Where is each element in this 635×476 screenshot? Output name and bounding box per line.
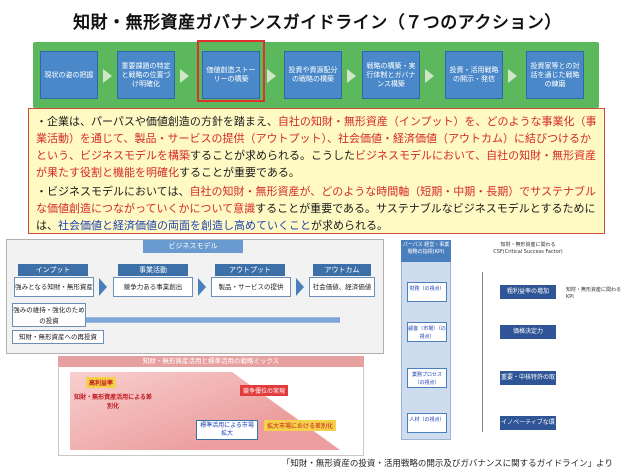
step-6: 投資・活用戦略の開示・発信	[445, 51, 503, 99]
csf-title: 知財・無形資産に関わる CSF(Critical Success Factor)	[493, 242, 563, 255]
expanded-market-tag: 拡大市場における差別化	[264, 420, 337, 431]
bm-head-input: インプット	[18, 264, 88, 276]
bm-box-outcome: 社会価値、経済価値	[309, 277, 375, 297]
source-footer: 「知財・無形資産の投資・活用戦略の開示及びガバナンスに関するガイドライン」より	[281, 459, 613, 469]
step-arrow	[347, 69, 356, 83]
connector-line	[482, 272, 483, 432]
high-margin-tag: 高利益率	[86, 377, 117, 388]
step-4: 投資や資源配分の戦略の構築	[284, 51, 342, 99]
bm-arrow	[198, 278, 206, 296]
step-arrow	[508, 69, 517, 83]
kpi-note: 知財・無形資産に関わる KPI	[566, 287, 622, 300]
market-expansion-tag: 標準活用による市場拡大	[196, 420, 258, 440]
step-3: 価値創造ストーリーの構築	[202, 51, 260, 99]
perspective-customer: 顧客（市場）（の視点）	[407, 322, 447, 342]
bm-arrow	[99, 278, 107, 296]
perspective-financial: 財務（の視点）	[407, 282, 447, 302]
kpi-innovative-environment: イノベーティブな環境	[500, 416, 556, 440]
step-2: 重要課題の特定と戦略の位置づけ明確化	[117, 51, 175, 99]
kpi-core-patents: 重要・中核特許の取得	[500, 371, 556, 395]
bm-arrow	[296, 278, 304, 296]
perspective-process: 業務プロセス（の視点）	[407, 368, 447, 388]
description-box: ・企業は、パーパスや価値創造の方針を踏まえ、自社の知財・無形資産（インプット）を…	[28, 108, 605, 234]
bm-reinvest-box: 知財・無形資産への再投資	[12, 330, 104, 344]
step-1: 現状の姿の把握	[40, 51, 98, 99]
paragraph-1: ・企業は、パーパスや価値創造の方針を踏まえ、自社の知財・無形資産（インプット）を…	[36, 115, 597, 179]
bm-head-outcome: アウトカム	[313, 264, 371, 276]
differentiation-label: 知財・無形資産活用による差別化	[74, 394, 152, 410]
step-arrow	[180, 69, 189, 83]
kpi-pricing-power: 価格決定力	[500, 325, 556, 339]
competitive-advantage-tag: 競争優位の実現	[240, 385, 289, 396]
step-3-highlight	[197, 40, 265, 102]
strategy-mix-title: 知財・無形資産活用と標準活用の戦略ミックス	[58, 356, 364, 367]
step-5: 戦略の構築・実行体制とガバナンス構築	[362, 51, 420, 99]
perspective-people: 人材（の視点）	[407, 413, 447, 433]
bm-invest-box: 強みの維持・強化のための投資	[12, 303, 86, 327]
step-7: 投資家等との対話を通じた戦略の練磨	[526, 51, 584, 99]
bm-box-input: 強みとなる知財・無形資産	[14, 277, 94, 297]
step-arrow	[425, 69, 434, 83]
business-model-title: ビジネスモデル	[143, 240, 243, 253]
bm-head-output: アウトプット	[215, 264, 285, 276]
kpi-column-title: パーパス 経営・事業戦略の指標(KPI)	[401, 240, 451, 262]
page-title: 知財・無形資産ガバナンスガイドライン（７つのアクション）	[73, 13, 562, 33]
bm-head-activity: 事業活動	[118, 264, 188, 276]
kpi-gross-margin: 粗利益率の増加	[500, 285, 556, 299]
bm-box-output: 製品・サービスの提供	[211, 277, 291, 297]
step-arrow	[267, 69, 276, 83]
bm-box-activity: 競争力ある事業創出	[113, 277, 193, 297]
step-arrow	[103, 69, 112, 83]
paragraph-2: ・ビジネスモデルにおいては、自社の知財・無形資産が、どのような時間軸（短期・中期…	[36, 185, 597, 232]
